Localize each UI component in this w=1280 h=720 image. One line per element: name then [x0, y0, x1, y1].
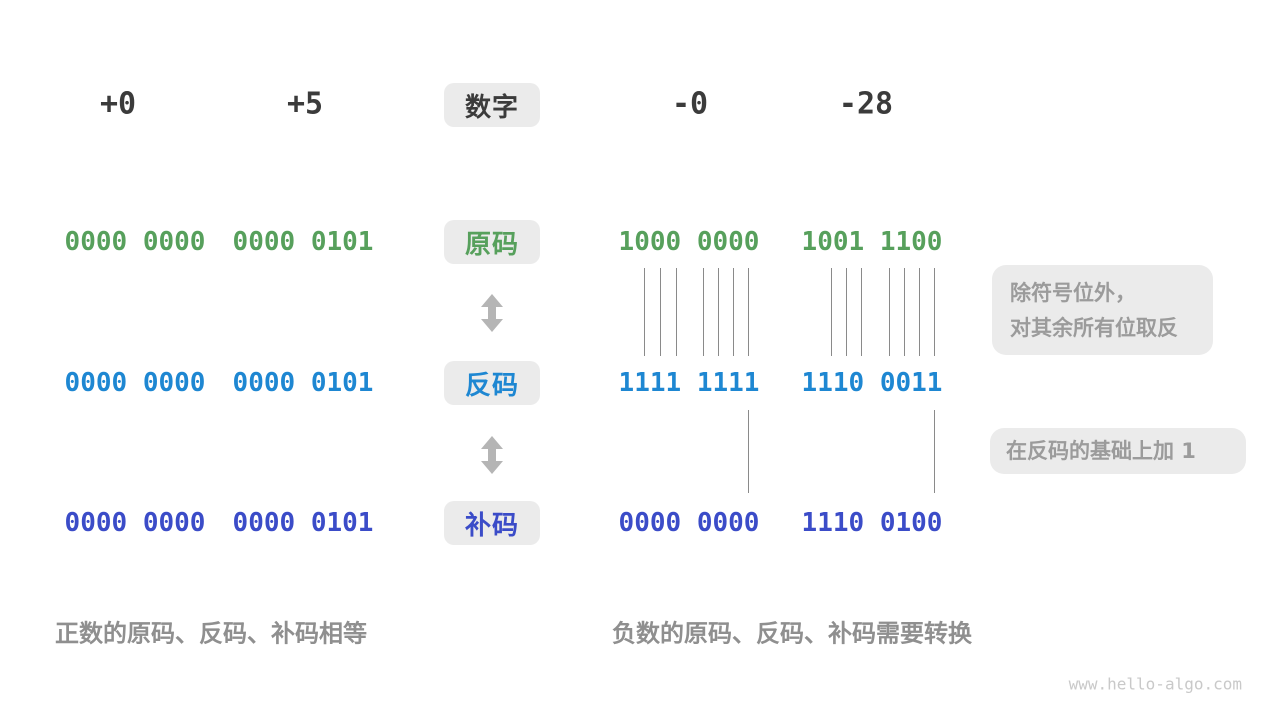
ones-complement-plus-five: 0000 0101 — [232, 368, 374, 398]
bit-flip-line — [718, 268, 719, 356]
positive-caption: 正数的原码、反码、补码相等 — [55, 619, 367, 648]
flip-note-box: 除符号位外， 对其余所有位取反 — [992, 265, 1213, 355]
twos-complement-plus-five: 0000 0101 — [232, 508, 374, 538]
ones-complement-minus-28: 1110 0011 — [801, 368, 943, 398]
sign-magnitude-minus-zero: 1000 0000 — [618, 227, 760, 257]
badge-ones-complement: 反码 — [444, 361, 540, 405]
add-one-line — [748, 410, 749, 493]
bit-flip-line — [934, 268, 935, 356]
badge-number: 数字 — [444, 83, 540, 127]
badge-sign-magnitude: 原码 — [444, 220, 540, 264]
watermark: www.hello-algo.com — [1068, 674, 1242, 694]
double-arrow-icon — [481, 294, 503, 332]
number-minus-zero: -0 — [671, 86, 709, 122]
badge-twos-complement-label: 补码 — [464, 510, 519, 541]
flip-note-line1: 除符号位外， — [1010, 281, 1136, 305]
bit-flip-line — [831, 268, 832, 356]
bit-flip-line — [703, 268, 704, 356]
sign-magnitude-plus-five: 0000 0101 — [232, 227, 374, 257]
add-one-note-box: 在反码的基础上加 1 — [990, 428, 1246, 474]
sign-magnitude-minus-28: 1001 1100 — [801, 227, 943, 257]
badge-ones-complement-label: 反码 — [464, 370, 519, 401]
number-plus-five: +5 — [286, 86, 324, 122]
badge-twos-complement: 补码 — [444, 501, 540, 545]
bit-flip-line — [748, 268, 749, 356]
twos-complement-plus-zero: 0000 0000 — [64, 508, 206, 538]
add-one-line — [934, 410, 935, 493]
bit-flip-line — [904, 268, 905, 356]
bit-flip-line — [660, 268, 661, 356]
add-one-note-label: 在反码的基础上加 1 — [1006, 438, 1196, 463]
ones-complement-plus-zero: 0000 0000 — [64, 368, 206, 398]
badge-sign-magnitude-label: 原码 — [464, 229, 519, 260]
badge-number-label: 数字 — [464, 92, 519, 123]
twos-complement-minus-zero: 0000 0000 — [618, 508, 760, 538]
twos-complement-minus-28: 1110 0100 — [801, 508, 943, 538]
bit-flip-line — [861, 268, 862, 356]
number-minus-28: -28 — [838, 86, 894, 122]
ones-complement-minus-zero: 1111 1111 — [618, 368, 760, 398]
bit-flip-line — [644, 268, 645, 356]
double-arrow-icon — [481, 436, 503, 474]
sign-magnitude-plus-zero: 0000 0000 — [64, 227, 206, 257]
bit-flip-line — [889, 268, 890, 356]
number-plus-zero: +0 — [99, 86, 137, 122]
bit-flip-line — [919, 268, 920, 356]
bit-flip-line — [846, 268, 847, 356]
negative-caption: 负数的原码、反码、补码需要转换 — [612, 619, 972, 648]
bit-flip-line — [733, 268, 734, 356]
flip-note-line2: 对其余所有位取反 — [1010, 316, 1178, 340]
bit-flip-line — [676, 268, 677, 356]
